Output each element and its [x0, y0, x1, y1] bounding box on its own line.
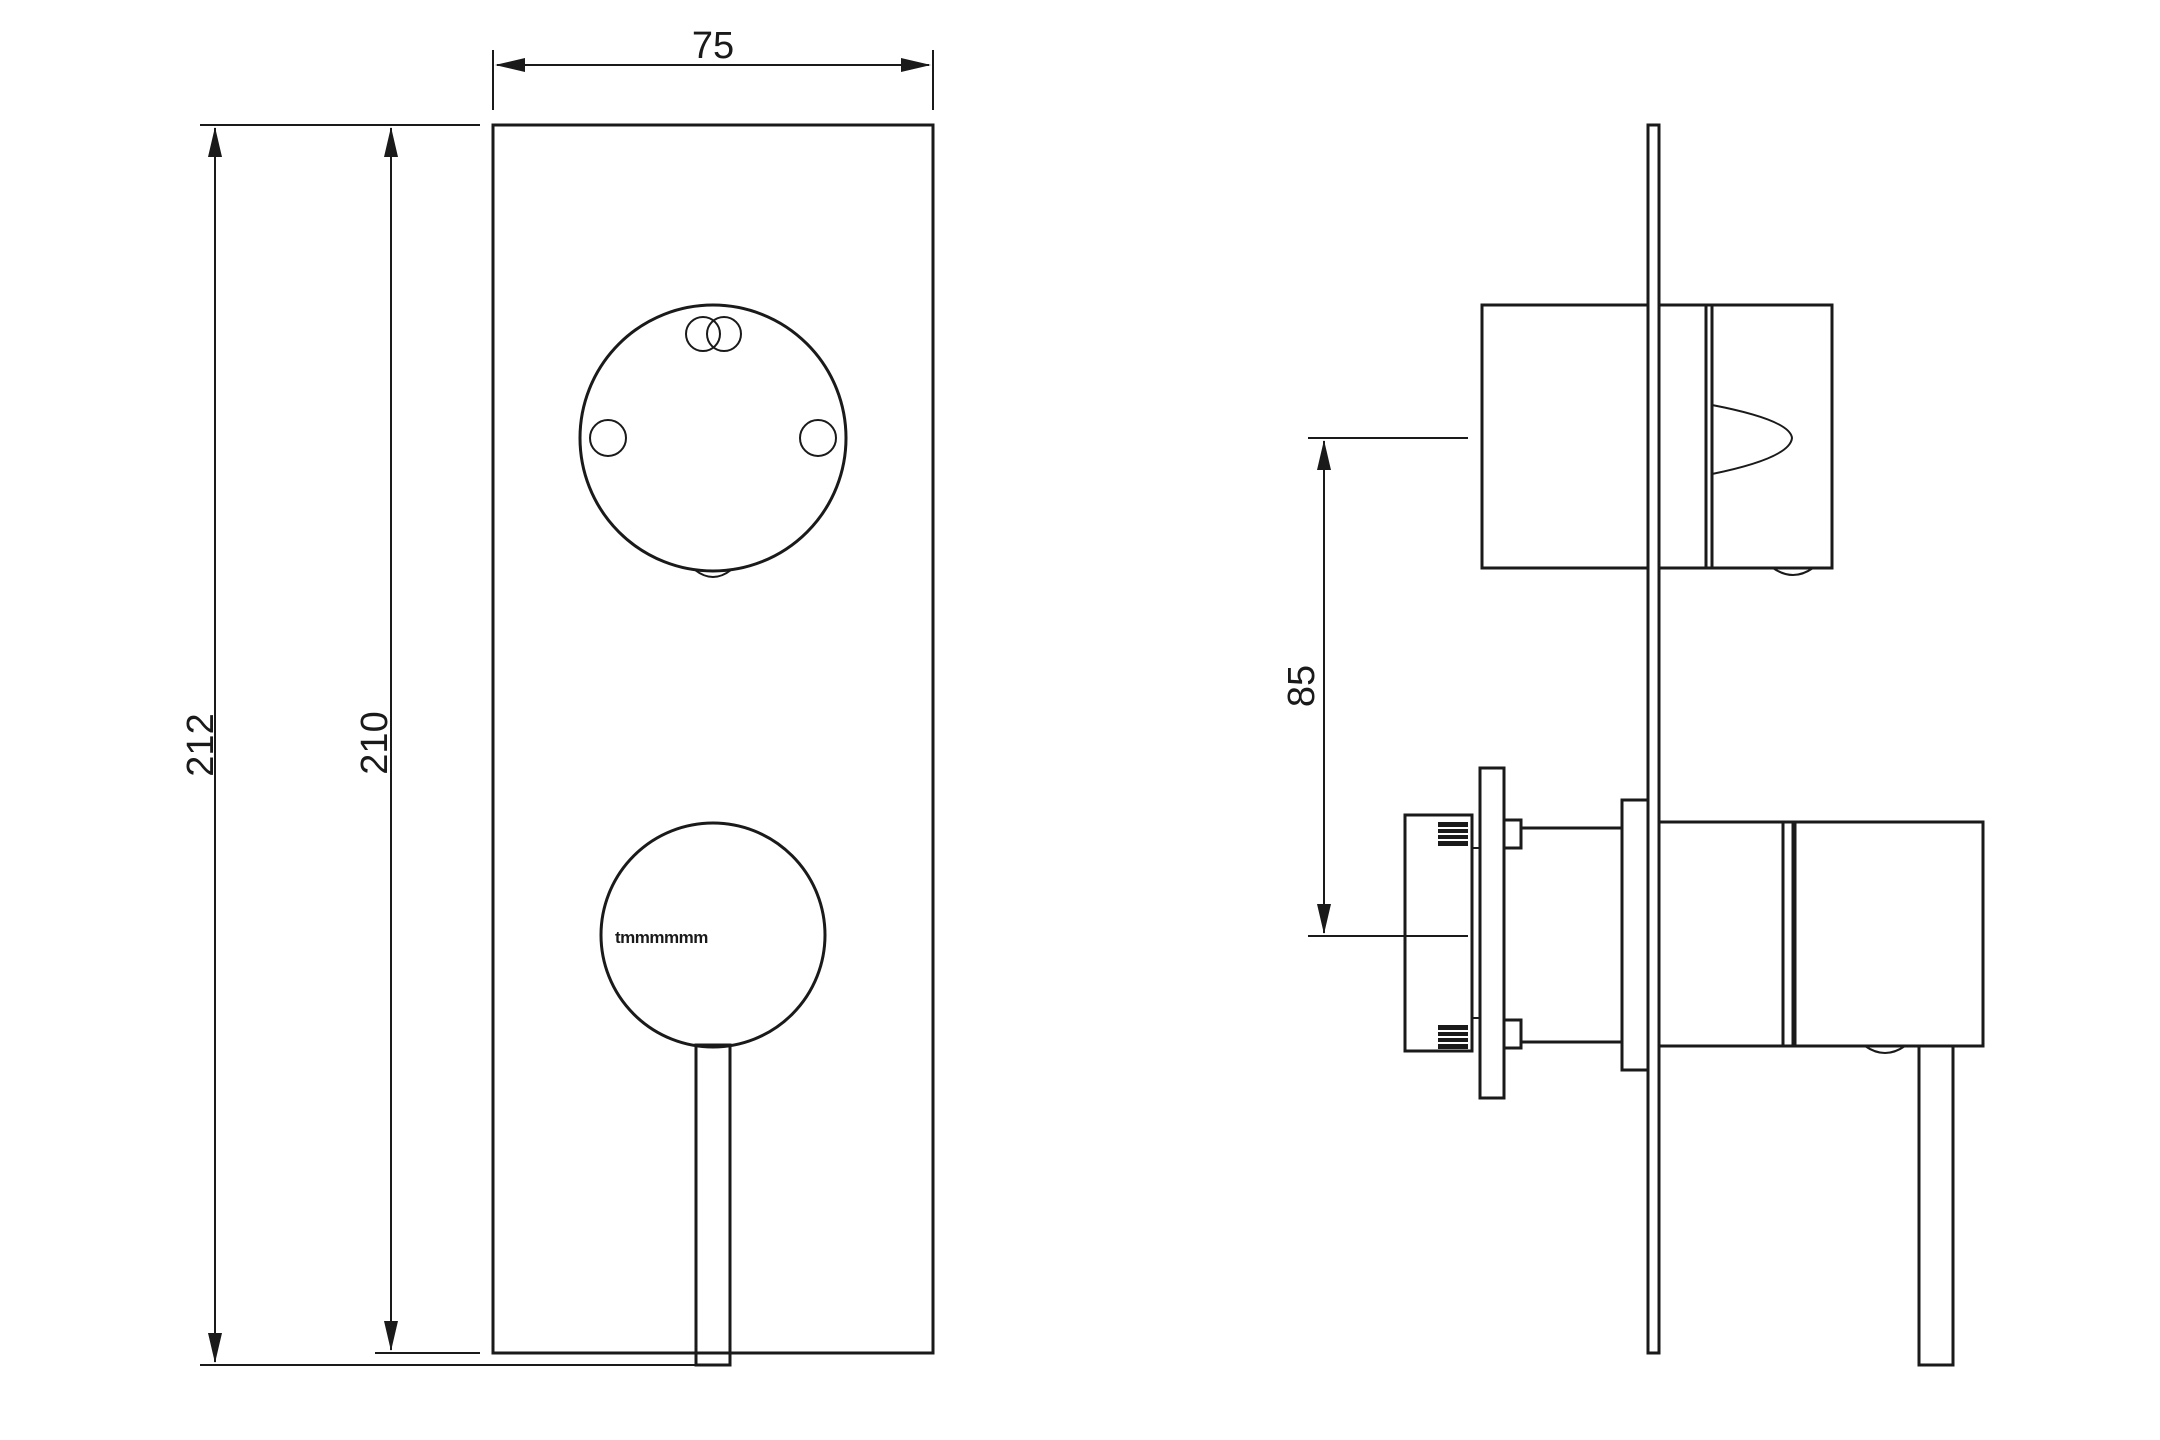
front-view: tmmmmmm [491, 123, 935, 1367]
side-diverter-block [1480, 303, 1834, 576]
side-view [1403, 123, 1985, 1367]
dimension-plate-height: 210 [354, 124, 480, 1354]
side-wall-plate [1646, 123, 1661, 1355]
dimension-width: 75 [492, 25, 934, 110]
diverter-knob [578, 303, 848, 578]
side-mixer-body [1403, 766, 1985, 1367]
mixer-handle: tmmmmmm [599, 821, 827, 1367]
dimension-label-overall-height: 212 [180, 713, 222, 776]
mixer-lever [694, 1043, 732, 1367]
cover-plate [491, 123, 935, 1355]
dimension-label-plate-height: 210 [354, 711, 396, 774]
dimension-spacing: 85 [1281, 437, 1468, 937]
brand-logo: tmmmmmm [615, 928, 708, 947]
dimension-label-spacing: 85 [1281, 665, 1323, 707]
dimension-label-width: 75 [692, 25, 734, 67]
side-mixer-lever [1917, 1044, 1955, 1367]
dimension-overall-height: 212 [180, 124, 696, 1366]
